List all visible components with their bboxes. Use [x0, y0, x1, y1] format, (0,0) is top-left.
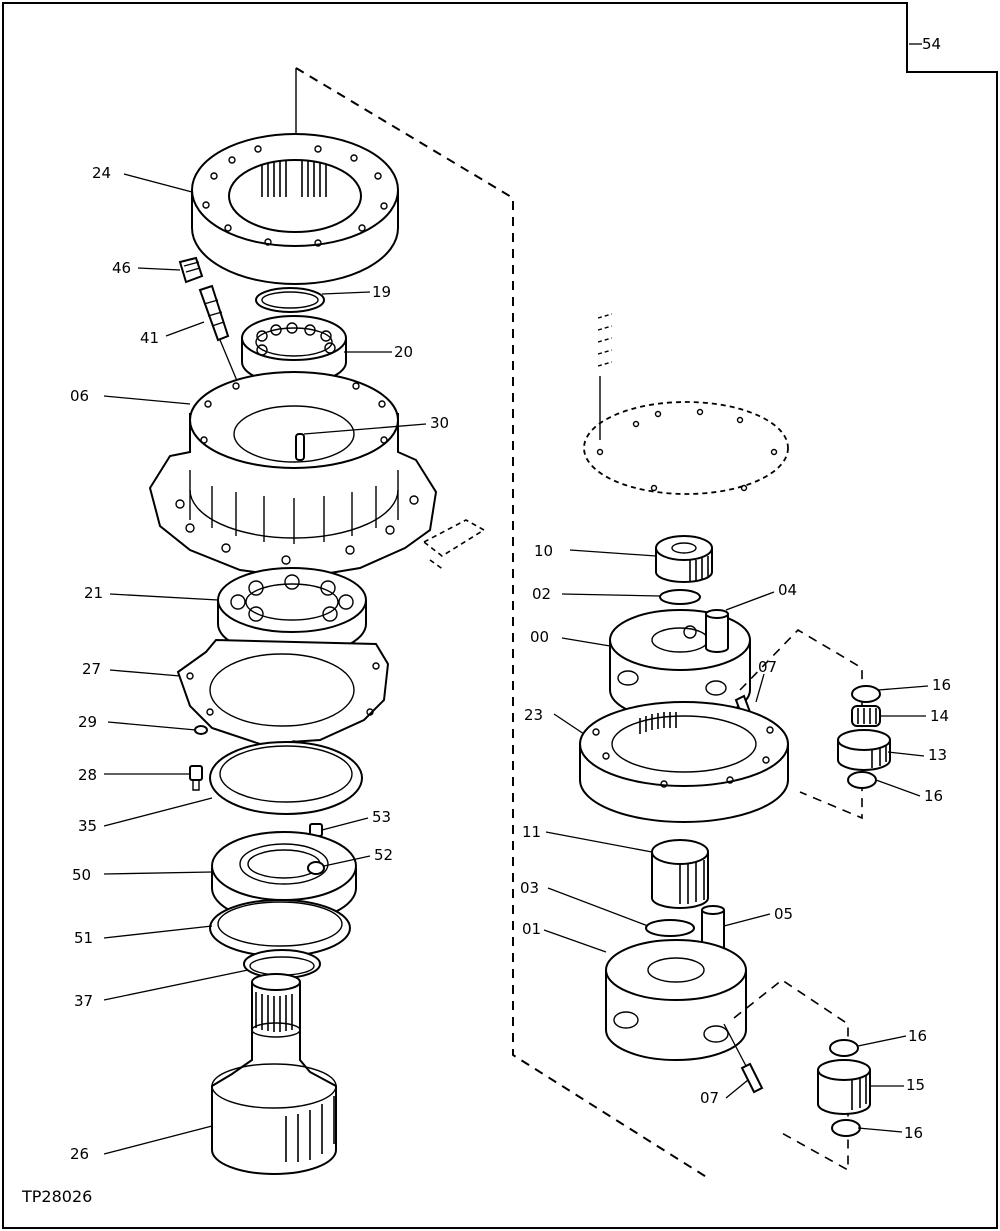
part-label: 19	[372, 283, 391, 301]
part-labels: 24 46 19 41 20 06 30 21 27 29 28 35 53 5…	[70, 164, 951, 1163]
snap-ring-37	[243, 949, 321, 979]
part-label: 13	[928, 746, 947, 764]
carrier-01	[605, 939, 747, 1061]
leader-lines	[103, 173, 929, 1155]
plug-46	[178, 256, 204, 284]
part-label: 15	[906, 1076, 925, 1094]
part-label: 04	[778, 581, 797, 599]
thrust-washer-03	[645, 919, 695, 937]
washer-29	[194, 725, 208, 735]
ring-16d	[831, 1119, 861, 1137]
part-label: 37	[74, 992, 93, 1010]
ring-16c	[829, 1039, 859, 1057]
housing-drain-plug	[422, 519, 486, 571]
drawing-id: TP28026	[21, 1187, 92, 1206]
level-gauge-41	[198, 284, 241, 389]
pinion-shaft-26	[211, 973, 337, 1175]
page-ref-label: 54	[922, 35, 941, 53]
part-label: 26	[70, 1145, 89, 1163]
sun-gear-11	[651, 839, 709, 909]
part-label: 07	[700, 1089, 719, 1107]
part-label: 52	[374, 846, 393, 864]
cover-plate-dashed	[583, 313, 789, 495]
planet-gear-15	[817, 1059, 871, 1115]
ring-gear-23	[579, 701, 789, 823]
pin-30	[295, 433, 305, 461]
housing-06	[148, 371, 438, 580]
bolt-28	[189, 765, 203, 791]
part-label: 05	[774, 905, 793, 923]
part-label: 28	[78, 766, 97, 784]
part-label: 02	[532, 585, 551, 603]
part-label: 01	[522, 920, 541, 938]
snap-ring-19	[255, 287, 325, 313]
thrust-washer-02	[659, 589, 701, 605]
part-label: 07	[758, 658, 777, 676]
part-label: 51	[74, 929, 93, 947]
part-label: 46	[112, 259, 131, 277]
part-label: 23	[524, 706, 543, 724]
sun-gear-10	[655, 535, 713, 583]
ring-16b	[847, 771, 877, 789]
ring-gear-24	[191, 133, 399, 285]
part-label: 06	[70, 387, 89, 405]
cover-27	[176, 638, 390, 748]
part-label: 35	[78, 817, 97, 835]
part-label: 29	[78, 713, 97, 731]
spring-pin-07b	[723, 1023, 764, 1094]
part-label: 30	[430, 414, 449, 432]
washer-52	[307, 861, 325, 875]
part-label: 50	[72, 866, 91, 884]
part-label: 16	[908, 1027, 927, 1045]
pin-04	[705, 609, 729, 653]
part-label: 21	[84, 584, 103, 602]
needle-bearing-14	[851, 705, 881, 727]
planet-gear-13	[837, 729, 891, 771]
planet-bracket-upper	[739, 628, 863, 820]
part-label: 16	[932, 676, 951, 694]
part-label: 03	[520, 879, 539, 897]
part-label: 11	[522, 823, 541, 841]
part-label: 16	[904, 1124, 923, 1142]
part-label: 24	[92, 164, 111, 182]
part-label: 16	[924, 787, 943, 805]
part-label: 20	[394, 343, 413, 361]
part-label: 53	[372, 808, 391, 826]
part-label: 41	[140, 329, 159, 347]
part-label: 00	[530, 628, 549, 646]
part-label: 14	[930, 707, 949, 725]
seal-51	[209, 899, 351, 957]
ring-16a	[851, 685, 881, 703]
part-label: 27	[82, 660, 101, 678]
planet-bracket-lower	[733, 979, 849, 1172]
seal-35	[209, 741, 363, 815]
part-label: 10	[534, 542, 553, 560]
